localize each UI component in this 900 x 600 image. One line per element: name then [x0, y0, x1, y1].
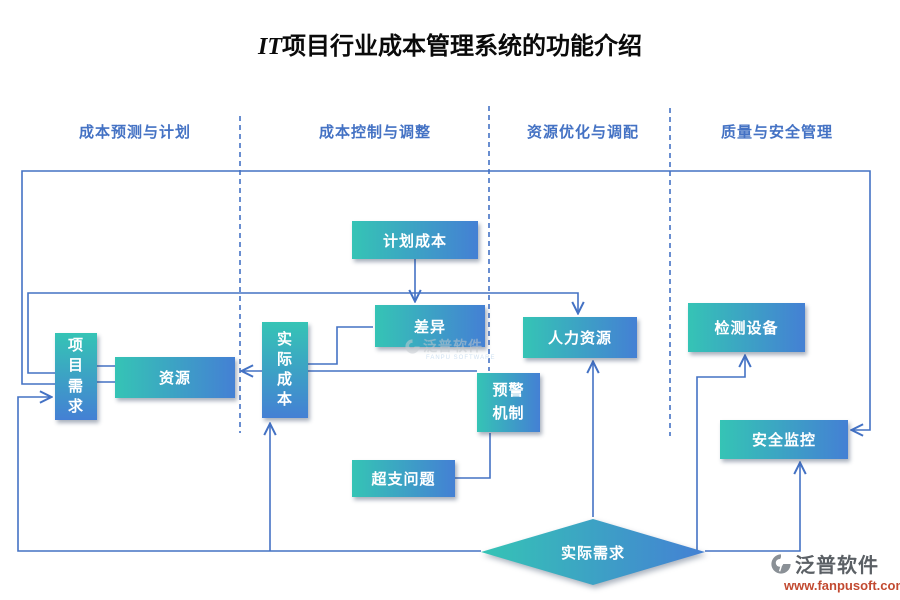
arrow-demand-to-safety	[705, 464, 800, 552]
arrow-demand-to-hr	[27, 292, 578, 374]
center-watermark: 泛普软件 FANPU SOFTWARE	[404, 336, 514, 361]
arrow-demand-feedback	[17, 397, 481, 552]
lane-header-quality-safety: 质量与安全管理	[720, 124, 833, 141]
brand-swoosh-icon	[771, 553, 791, 574]
arrow-loop-to-safety	[21, 170, 871, 430]
node-actual-cost: 实际成本	[262, 322, 308, 418]
node-detection-equipment: 检测设备	[688, 303, 805, 352]
watermark-brand: 泛普软件	[423, 338, 483, 354]
line-actualcost-to-variance	[308, 326, 373, 365]
node-warning-mechanism-label: 预警机制	[492, 382, 525, 422]
line-overspend-to-warning	[455, 433, 491, 479]
node-actual-cost-label: 实际成本	[276, 330, 293, 409]
node-project-demand-label: 项目需求	[67, 337, 84, 415]
arrow-demand-to-detection	[696, 357, 745, 551]
brand-footer: 泛普软件 www.fanpusoft.com	[770, 549, 900, 593]
node-safety-monitor: 安全监控	[720, 420, 848, 459]
title-prefix: IT	[258, 34, 282, 60]
brand-website-link[interactable]: www.fanpusoft.com	[784, 578, 900, 593]
lane-header-resource-opt: 资源优化与调配	[526, 124, 639, 141]
node-project-demand: 项目需求	[55, 333, 97, 420]
node-actual-demand-label: 实际需求	[560, 544, 625, 562]
brand-name: 泛普软件	[795, 555, 879, 577]
watermark-caption: FANPU SOFTWARE	[426, 355, 496, 361]
lane-header-cost-forecast: 成本预测与计划	[78, 124, 191, 141]
page-title: IT项目行业成本管理系统的功能介绍	[0, 26, 900, 61]
node-warning-mechanism: 预警机制	[477, 373, 540, 432]
watermark-swoosh-icon	[405, 338, 420, 354]
node-planned-cost: 计划成本	[352, 221, 478, 259]
lane-header-cost-control: 成本控制与调整	[318, 124, 431, 141]
node-overspend-issue: 超支问题	[352, 460, 455, 497]
node-actual-demand: 实际需求	[481, 519, 705, 585]
node-human-resource: 人力资源	[523, 317, 637, 358]
title-text: 项目行业成本管理系统的功能介绍	[282, 34, 642, 60]
node-resource: 资源	[115, 357, 235, 398]
node-variance: 差异	[375, 305, 485, 347]
